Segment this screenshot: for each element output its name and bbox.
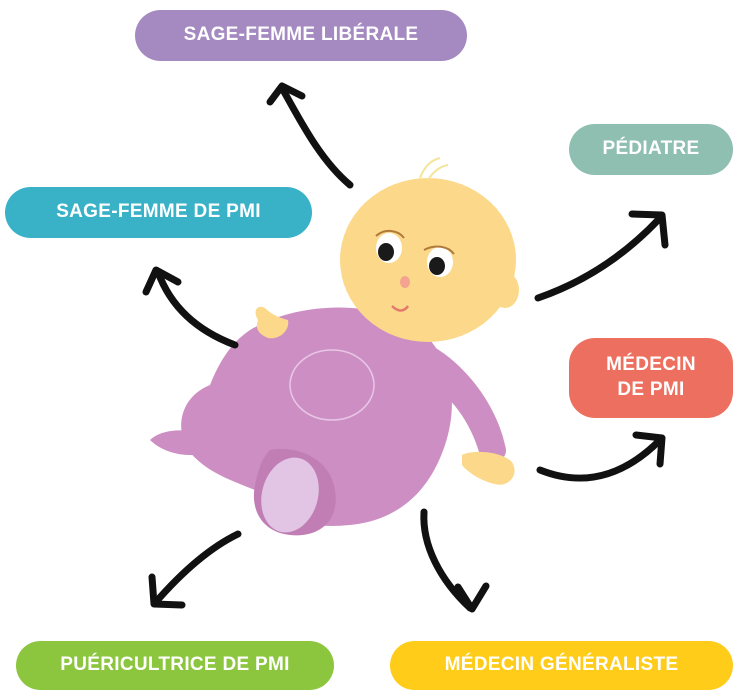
baby-mouth bbox=[391, 305, 410, 312]
baby-nose bbox=[400, 276, 410, 288]
baby-left-hand bbox=[255, 306, 289, 339]
arrow-to-medecin-generaliste bbox=[420, 508, 490, 613]
baby-left-pupil bbox=[378, 243, 394, 261]
label-sage-femme-liberale: SAGE-FEMME LIBÉRALE bbox=[135, 10, 467, 61]
label-medecin-generaliste: MÉDECIN GÉNÉRALISTE bbox=[390, 641, 733, 690]
label-pediatre-text: PÉDIATRE bbox=[602, 138, 700, 160]
label-sage-femme-pmi-text: SAGE-FEMME DE PMI bbox=[56, 201, 261, 223]
arrow-to-puericultrice-pmi bbox=[148, 530, 242, 609]
label-medecin-pmi: MÉDECIN DE PMI bbox=[569, 338, 733, 418]
label-puericultrice-pmi-text: PUÉRICULTRICE DE PMI bbox=[60, 654, 290, 676]
baby-right-hand bbox=[462, 451, 515, 485]
baby-illustration bbox=[150, 157, 519, 536]
baby-right-pupil bbox=[429, 257, 445, 275]
baby-left-brow bbox=[375, 230, 405, 239]
arrow-to-sage-femme-pmi bbox=[142, 266, 239, 349]
baby-right-brow bbox=[423, 245, 455, 255]
baby-foot-patch bbox=[261, 457, 319, 533]
baby-tummy-outline bbox=[289, 349, 375, 421]
baby-right-arm bbox=[425, 345, 506, 461]
baby-onesie-body bbox=[181, 307, 452, 526]
label-medecin-pmi-line1: MÉDECIN bbox=[606, 354, 696, 376]
label-pediatre: PÉDIATRE bbox=[569, 124, 733, 175]
label-medecin-generaliste-text: MÉDECIN GÉNÉRALISTE bbox=[444, 654, 679, 676]
baby-hair bbox=[419, 157, 449, 181]
arrow-to-medecin-pmi bbox=[536, 431, 666, 482]
arrow-to-pediatre bbox=[534, 210, 669, 302]
baby-ear bbox=[491, 272, 519, 308]
label-medecin-pmi-line2: DE PMI bbox=[617, 379, 685, 400]
arrow-to-sage-femme-liberale bbox=[266, 82, 354, 189]
label-sage-femme-liberale-text: SAGE-FEMME LIBÉRALE bbox=[183, 24, 419, 46]
label-sage-femme-pmi: SAGE-FEMME DE PMI bbox=[5, 187, 312, 238]
label-puericultrice-pmi: PUÉRICULTRICE DE PMI bbox=[16, 641, 334, 690]
